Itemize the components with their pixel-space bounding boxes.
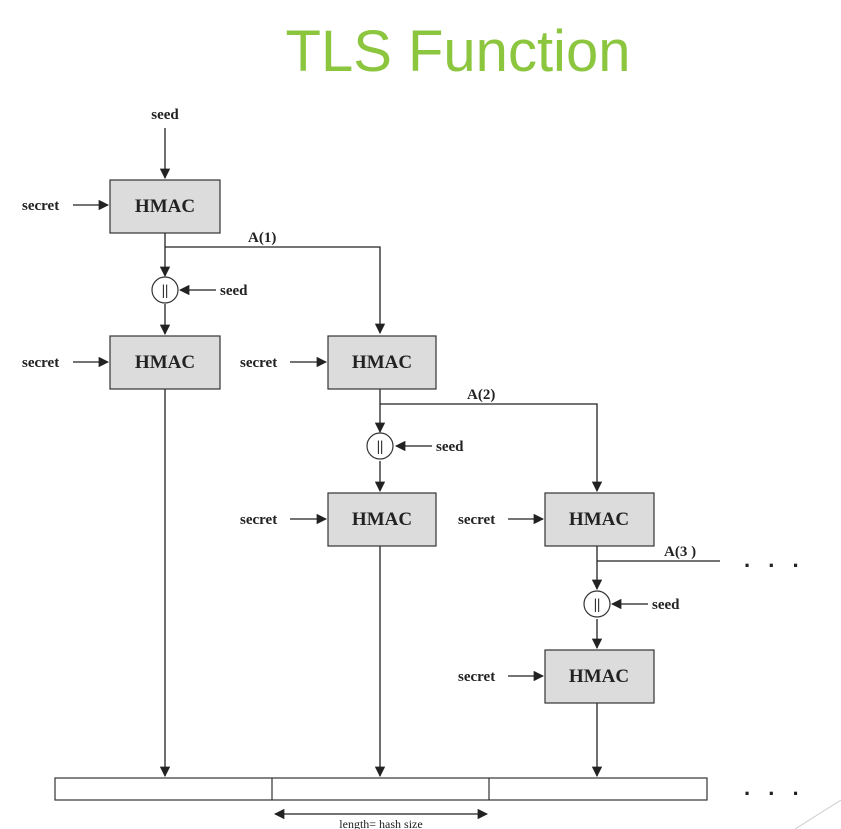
secret-label-1: secret bbox=[22, 198, 59, 214]
concat-circle-2 bbox=[366, 432, 394, 460]
secret-label-3: secret bbox=[240, 355, 277, 371]
ellipsis-a3: . . . bbox=[744, 547, 805, 572]
hmac-label-6: HMAC bbox=[569, 666, 629, 687]
seed-label-top: seed bbox=[151, 107, 179, 123]
corner-decoration bbox=[794, 799, 841, 829]
seed-label-2: seed bbox=[436, 439, 464, 455]
hmac-label-1: HMAC bbox=[135, 196, 195, 217]
hmac-box-1 bbox=[109, 179, 221, 234]
output-bar bbox=[54, 777, 708, 801]
secret-label-2: secret bbox=[22, 355, 59, 371]
hmac-box-6 bbox=[544, 649, 655, 704]
concat-label-1: || bbox=[162, 283, 169, 299]
concat-label-2: || bbox=[377, 439, 384, 455]
hmac-box-4 bbox=[327, 492, 437, 547]
hmac-box-3 bbox=[327, 335, 437, 390]
a3-label: A(3 ) bbox=[664, 544, 696, 560]
concat-circle-1 bbox=[151, 276, 179, 304]
a2-label: A(2) bbox=[467, 387, 495, 403]
a2-branch bbox=[380, 403, 603, 493]
concat-label-3: || bbox=[594, 597, 601, 613]
hmac-box-2 bbox=[109, 335, 221, 390]
secret-label-5: secret bbox=[458, 512, 495, 528]
hmac-label-2: HMAC bbox=[135, 352, 195, 373]
a1-branch bbox=[165, 246, 386, 335]
seed-label-1: seed bbox=[220, 283, 248, 299]
concat-circle-3 bbox=[583, 590, 611, 618]
hmac-label-3: HMAC bbox=[352, 352, 412, 373]
secret-label-6: secret bbox=[458, 669, 495, 685]
ellipsis-output: . . . bbox=[744, 775, 805, 800]
secret-label-4: secret bbox=[240, 512, 277, 528]
hmac-label-4: HMAC bbox=[352, 509, 412, 530]
hmac-label-5: HMAC bbox=[569, 509, 629, 530]
hmac-box-5 bbox=[544, 492, 655, 547]
seed-label-3: seed bbox=[652, 597, 680, 613]
a1-label: A(1) bbox=[248, 230, 276, 246]
length-label: length= hash size bbox=[339, 817, 422, 829]
page-title: TLS Function bbox=[285, 19, 631, 84]
